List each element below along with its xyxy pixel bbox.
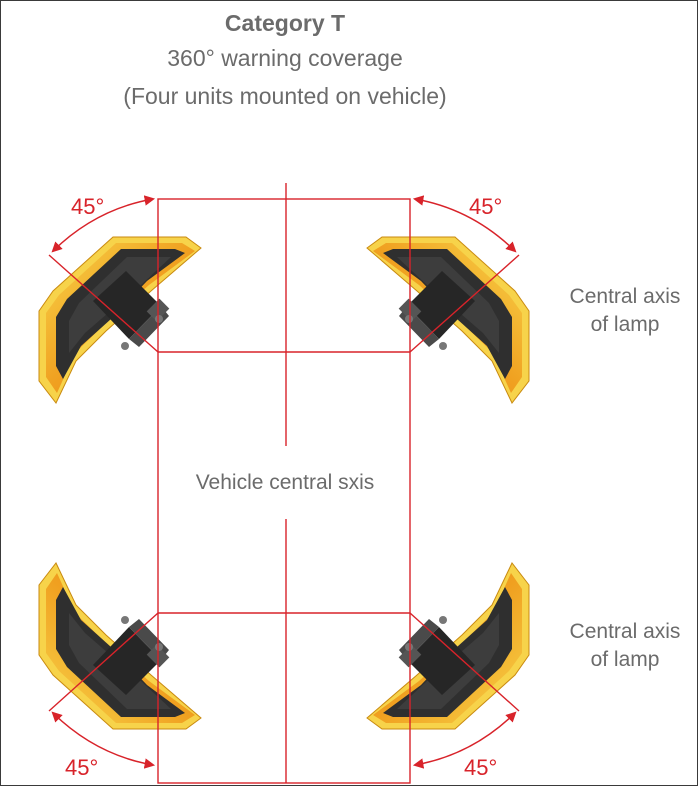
lamp-top-left [38, 236, 202, 404]
angle-label-bottom-right: 45° [464, 755, 497, 780]
lamp-bottom-left [38, 562, 202, 730]
vehicle-outline [157, 198, 411, 784]
lamp-axis-top-left [48, 254, 159, 353]
lamp-bottom-right [366, 562, 530, 730]
title-block: Category T 360° warning coverage (Four u… [1, 7, 569, 115]
diagram-note: (Four units mounted on vehicle) [123, 83, 447, 109]
lamp-axis-label-bottom-line2: of lamp [591, 648, 660, 671]
lamp-top-right [366, 236, 530, 404]
angle-arc-bottom-right [412, 711, 517, 769]
angle-label-top-left: 45° [71, 194, 104, 219]
lamp-axis-label-top-line1: Central axis [570, 285, 681, 308]
angle-label-bottom-left: 45° [65, 755, 98, 780]
lamp-axis-label-bottom-line1: Central axis [570, 620, 681, 643]
angle-arc-top-left [51, 195, 156, 253]
lamp-axis-bottom-left [48, 612, 159, 712]
angle-arc-bottom-left [51, 711, 156, 769]
vehicle-axis-label: Vehicle central sxis [196, 471, 375, 494]
diagram-title: Category T [224, 10, 346, 36]
diagram-subtitle: 360° warning coverage [167, 45, 403, 71]
lamp-axis-bottom-right [409, 612, 520, 712]
angle-label-top-right: 45° [469, 194, 502, 219]
lamp-axis-label-top-line2: of lamp [591, 313, 660, 336]
lamp-axis-top-right [409, 254, 520, 353]
angle-arc-top-right [412, 195, 517, 253]
